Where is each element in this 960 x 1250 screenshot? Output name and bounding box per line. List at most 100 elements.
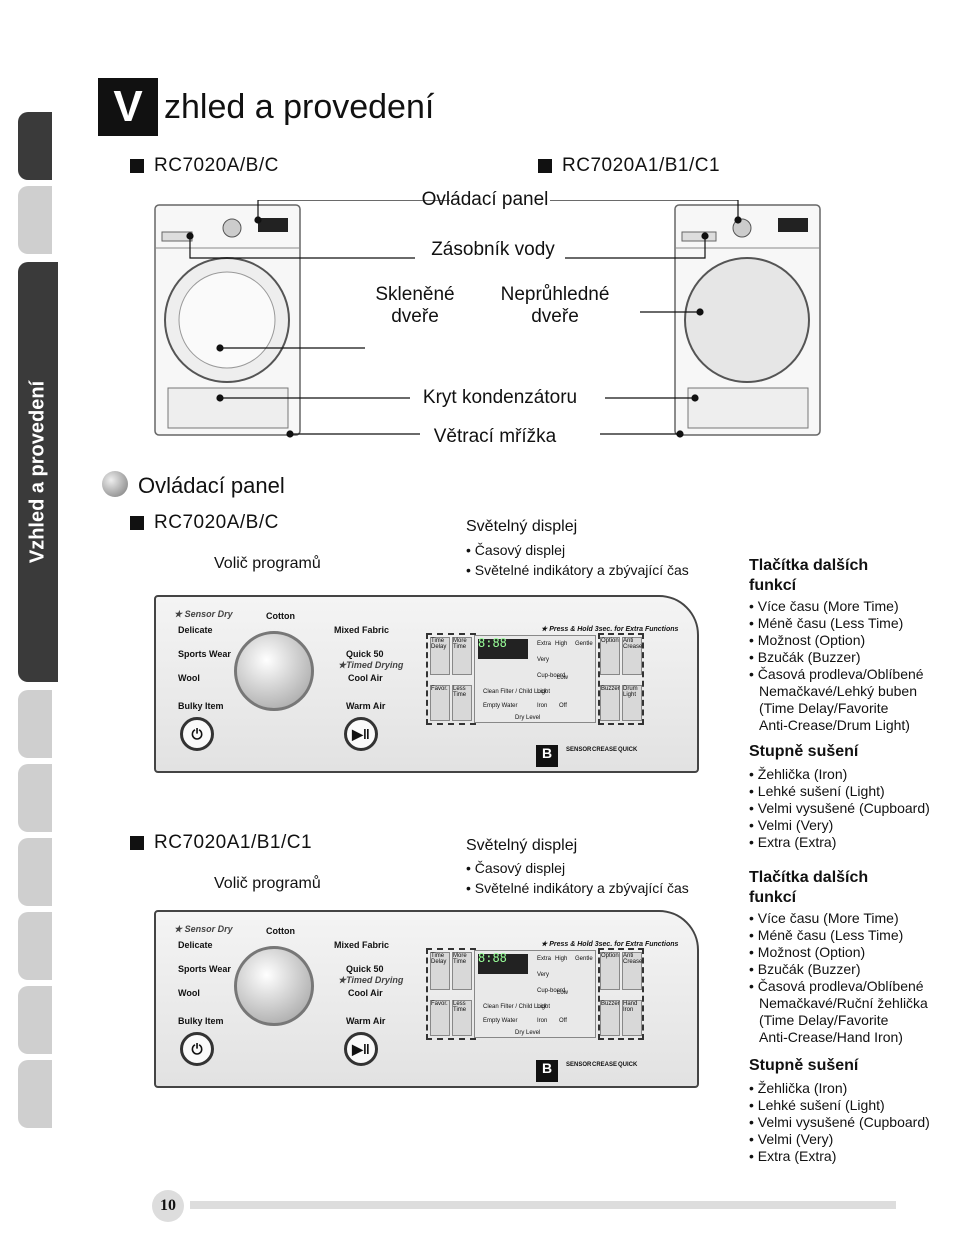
empty-water-indicator: Empty Water	[483, 703, 518, 709]
option-button[interactable]: Option	[600, 637, 620, 675]
right-b-list-2: • Žehlička (Iron) • Lehké sušení (Light)…	[749, 1080, 930, 1164]
dry-level-light: Light	[537, 1004, 551, 1010]
program-selector-knob[interactable]	[234, 946, 314, 1026]
label-cotton: Cotton	[266, 926, 295, 936]
label-wool: Wool	[178, 673, 200, 683]
model-left-label: RC7020A/B/C	[130, 155, 279, 177]
crease-care-badge: CREASE	[592, 747, 618, 753]
callout-vent-grille: Větrací mřížka	[433, 426, 557, 447]
model-right-label: RC7020A1/B1/C1	[538, 155, 720, 177]
hold-hint: ★ Press & Hold 3sec. for Extra Functions	[541, 941, 679, 948]
dry-level-cupboard: Cup-board	[537, 673, 566, 679]
time-delay-button[interactable]: Time Delay	[430, 637, 450, 675]
control-panel-a: ★ Sensor Dry Cotton Delicate Mixed Fabri…	[154, 595, 699, 773]
control-panel-b: ★ Sensor Dry Cotton Delicate Mixed Fabri…	[154, 910, 699, 1088]
option-button[interactable]: Option	[600, 952, 620, 990]
dry-level-label: Dry Level	[515, 1030, 541, 1036]
dry-level-extra: Extra	[537, 956, 552, 962]
callout-glass-door: Skleněné dveře	[375, 284, 455, 327]
buzzer-button[interactable]: Buzzer	[600, 1000, 620, 1036]
anti-crease-button[interactable]: Anti Crease	[622, 637, 642, 675]
panel-a-display-bullet: • Světelné indikátory a zbývající čas	[466, 562, 689, 578]
favorite-button[interactable]: Favor.	[430, 685, 450, 721]
dashed-outline	[598, 633, 644, 725]
panel-b-display-bullet: • Časový displej	[466, 860, 566, 876]
label-cool-air: Cool Air	[348, 673, 383, 683]
light-display: 8:88 Extra High Gentle Very Cup-board Lo…	[474, 950, 596, 1038]
dry-level-high: High	[555, 641, 568, 647]
label-mixed-fabric: Mixed Fabric	[334, 625, 390, 635]
power-button[interactable]: ⏻	[180, 1032, 214, 1066]
time-readout: 8:88	[478, 952, 528, 974]
buzzer-button[interactable]: Buzzer	[600, 685, 620, 721]
label-delicate: Delicate	[178, 625, 213, 635]
dry-level-light: Light	[537, 689, 551, 695]
sensor-dry-badge: SENSOR	[566, 1062, 592, 1068]
right-a-list-1: • Více času (More Time) • Méně času (Les…	[749, 598, 924, 733]
dry-level-iron: Iron	[537, 1018, 548, 1024]
anti-crease-button[interactable]: Anti Crease	[622, 952, 642, 990]
drum-light-button[interactable]: Drum Light	[622, 685, 642, 721]
right-a-list-2: • Žehlička (Iron) • Lehké sušení (Light)…	[749, 766, 930, 850]
more-time-button[interactable]: More Time	[452, 637, 472, 675]
panel-b-selector-label: Volič programů	[214, 875, 321, 892]
less-time-button[interactable]: Less Time	[452, 685, 472, 721]
section-bullet-icon	[102, 471, 128, 497]
side-tab	[18, 186, 52, 254]
quick-dry-badge: QUICK	[618, 1062, 638, 1068]
label-quick50: Quick 50	[346, 964, 384, 974]
time-readout: 8:88	[478, 637, 528, 659]
right-a-heading-1: Tlačítka dalších funkcí	[749, 557, 869, 594]
dry-level-low: Low	[557, 675, 569, 681]
clean-filter-indicator: Clean Filter / Child Lock	[483, 1004, 547, 1010]
more-time-button[interactable]: More Time	[452, 952, 472, 990]
dry-level-high: High	[555, 956, 568, 962]
page-number: 10	[152, 1190, 184, 1222]
energy-badge: B	[536, 1060, 558, 1082]
side-tab-active	[18, 112, 52, 180]
right-a-heading-2: Stupně sušení	[749, 743, 859, 760]
power-button[interactable]: ⏻	[180, 717, 214, 751]
callout-opaque-door: Neprůhledné dveře	[500, 284, 610, 327]
side-tab	[18, 690, 52, 758]
right-b-heading-1: Tlačítka dalších funkcí	[749, 869, 869, 906]
panel-b-display-title: Světelný displej	[466, 837, 578, 854]
label-bulky-item: Bulky Item	[178, 1016, 224, 1026]
callout-water-tank: Zásobník vody	[431, 239, 555, 260]
label-wool: Wool	[178, 988, 200, 998]
hand-iron-button[interactable]: Hand Iron	[622, 1000, 642, 1036]
less-time-button[interactable]: Less Time	[452, 1000, 472, 1036]
dry-level-extra: Extra	[537, 641, 552, 647]
header-letter: V	[98, 78, 158, 136]
side-tab	[18, 986, 52, 1054]
dry-level-very: Very	[537, 972, 550, 978]
label-bulky-item: Bulky Item	[178, 701, 224, 711]
light-display: 8:88 Extra High Gentle Very Cup-board Lo…	[474, 635, 596, 723]
dry-level-gentle: Gentle	[575, 956, 593, 962]
program-selector-knob[interactable]	[234, 631, 314, 711]
dryer-left	[154, 204, 301, 436]
label-sensor-dry: ★ Sensor Dry	[174, 609, 233, 619]
label-timed-drying: ★Timed Drying	[338, 975, 404, 985]
side-tab	[18, 764, 52, 832]
label-sports-wear: Sports Wear	[178, 649, 231, 659]
callout-control-panel: Ovládací panel	[421, 189, 549, 210]
favorite-button[interactable]: Favor.	[430, 1000, 450, 1036]
time-delay-button[interactable]: Time Delay	[430, 952, 450, 990]
panel-a-display-bullet: • Časový displej	[466, 542, 566, 558]
hold-hint: ★ Press & Hold 3sec. for Extra Functions	[541, 626, 679, 633]
dryer-right	[674, 204, 821, 436]
label-timed-drying: ★Timed Drying	[338, 660, 404, 670]
panel-a-model: RC7020A/B/C	[130, 512, 279, 534]
start-pause-button[interactable]: ▶‖	[344, 717, 378, 751]
dryer-illustrations	[154, 200, 821, 438]
dry-level-iron: Iron	[537, 703, 548, 709]
empty-water-indicator: Empty Water	[483, 1018, 518, 1024]
side-tab	[18, 1060, 52, 1128]
panel-b-model: RC7020A1/B1/C1	[130, 832, 312, 854]
start-pause-button[interactable]: ▶‖	[344, 1032, 378, 1066]
label-cotton: Cotton	[266, 611, 295, 621]
dry-level-very: Very	[537, 657, 550, 663]
label-delicate: Delicate	[178, 940, 213, 950]
quick-dry-badge: QUICK	[618, 747, 638, 753]
